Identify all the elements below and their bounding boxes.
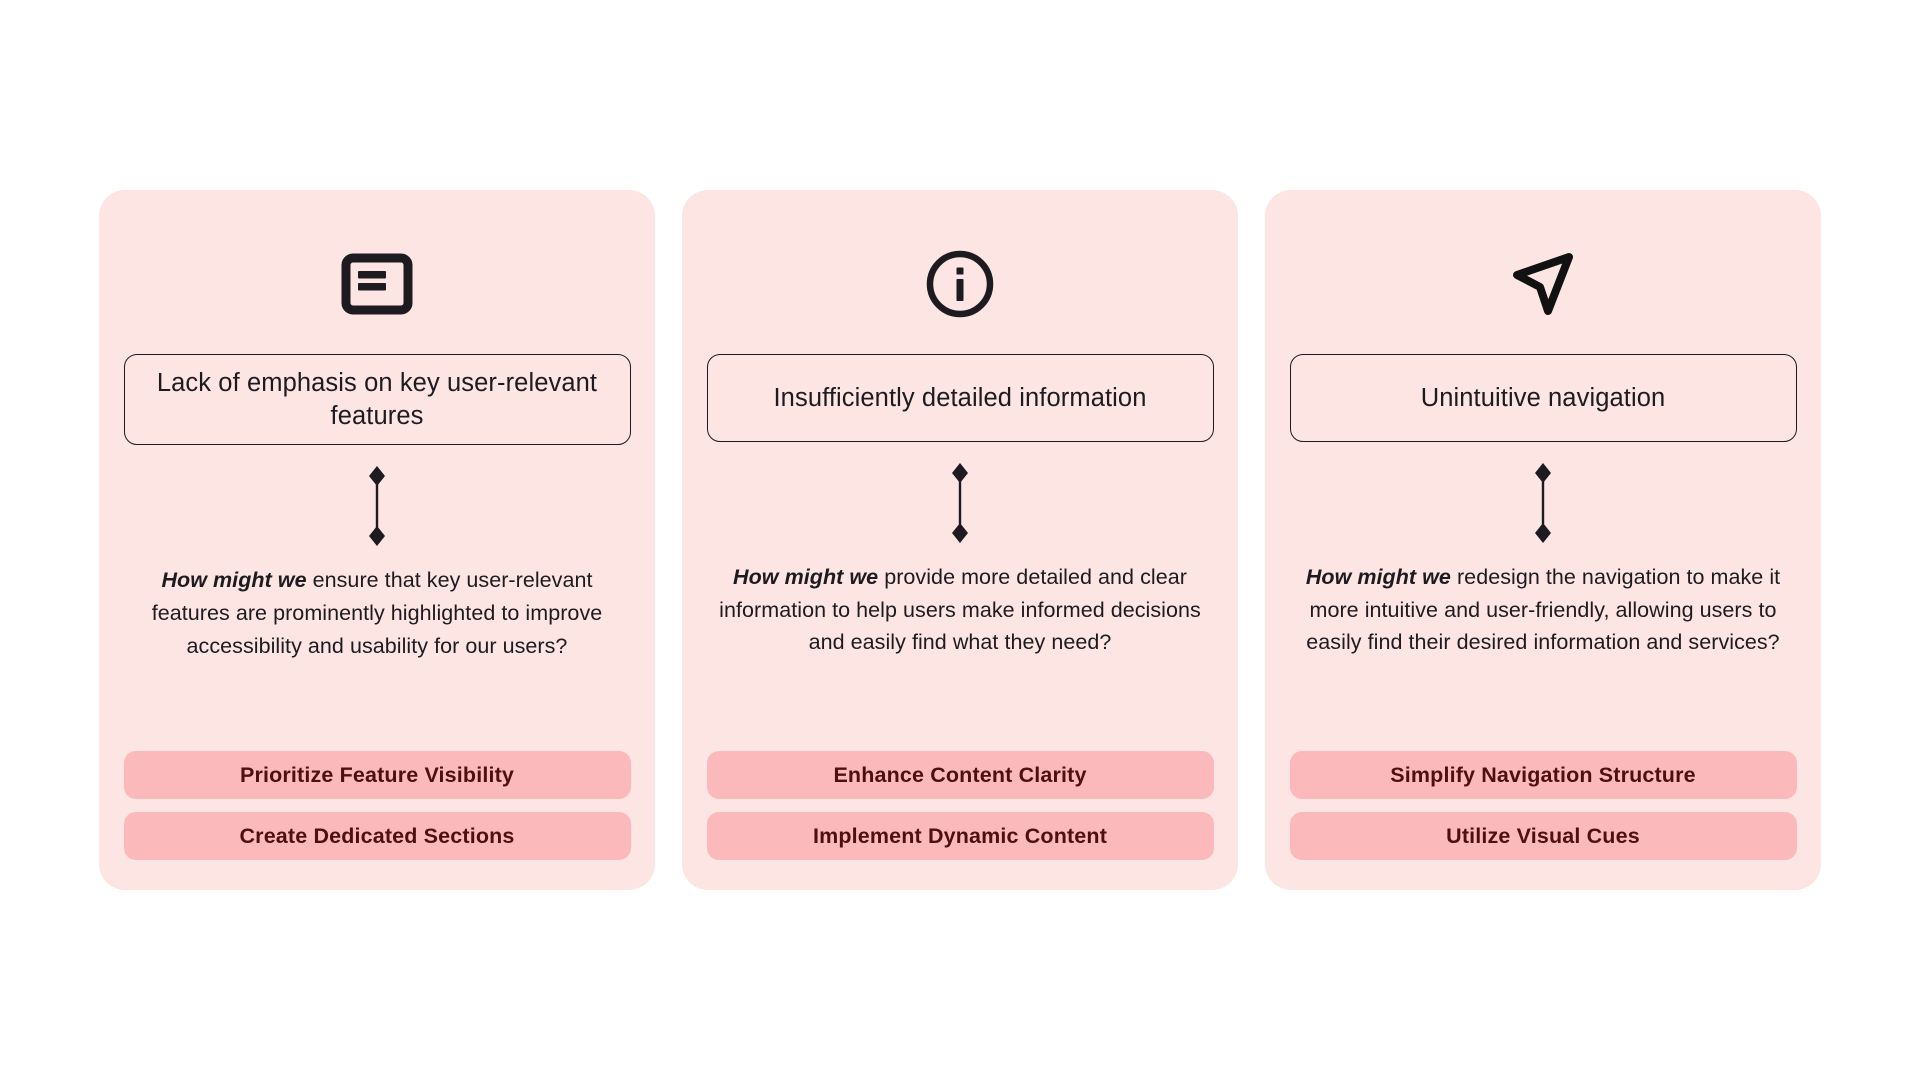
connector-arrow-3 bbox=[1528, 459, 1558, 547]
connector-arrow-1 bbox=[362, 462, 392, 550]
navigation-arrow-icon bbox=[1507, 238, 1579, 330]
hmw-lead-label: How might we bbox=[161, 568, 307, 593]
idea-pill[interactable]: Utilize Visual Cues bbox=[1289, 812, 1797, 860]
idea-pill[interactable]: Implement Dynamic Content bbox=[706, 812, 1214, 860]
hmw-question-1: How might we ensure that key user-releva… bbox=[125, 564, 629, 662]
hmw-body-text: ensure that key user-relevant features a… bbox=[151, 568, 603, 658]
idea-pill[interactable]: Simplify Navigation Structure bbox=[1289, 751, 1797, 799]
idea-pill[interactable]: Prioritize Feature Visibility bbox=[123, 751, 631, 799]
hmw-body-text: redesign the navigation to make it more … bbox=[1306, 565, 1781, 655]
problem-statement-box-3[interactable]: Unintuitive navigation bbox=[1289, 354, 1797, 442]
hmw-lead-label: How might we bbox=[733, 565, 879, 589]
idea-list-3: Simplify Navigation Structure Utilize Vi… bbox=[1289, 751, 1797, 860]
problem-statement-text: Unintuitive navigation bbox=[1420, 383, 1666, 412]
hmw-card-1: Lack of emphasis on key user-relevant fe… bbox=[99, 190, 655, 890]
hmw-columns: Lack of emphasis on key user-relevant fe… bbox=[99, 190, 1821, 890]
info-circle-icon bbox=[925, 238, 995, 330]
hmw-card-3: Unintuitive navigation How might we rede… bbox=[1265, 190, 1821, 890]
hmw-question-3: How might we redesign the navigation to … bbox=[1291, 561, 1795, 659]
hmw-body-text: provide more detailed and clear informat… bbox=[719, 565, 1201, 655]
hmw-lead-label: How might we bbox=[1305, 565, 1451, 589]
article-layout-icon bbox=[341, 238, 413, 330]
idea-list-1: Prioritize Feature Visibility Create Ded… bbox=[123, 751, 631, 860]
problem-statement-box-2[interactable]: Insufficiently detailed information bbox=[706, 354, 1214, 442]
problem-statement-text: Lack of emphasis on key user-relevant fe… bbox=[156, 369, 598, 430]
connector-arrow-2 bbox=[945, 459, 975, 547]
idea-pill[interactable]: Enhance Content Clarity bbox=[706, 751, 1214, 799]
hmw-card-2: Insufficiently detailed information How … bbox=[682, 190, 1238, 890]
hmw-question-2: How might we provide more detailed and c… bbox=[708, 561, 1212, 659]
problem-statement-box-1[interactable]: Lack of emphasis on key user-relevant fe… bbox=[123, 354, 631, 446]
problem-statement-text: Insufficiently detailed information bbox=[773, 383, 1147, 412]
idea-list-2: Enhance Content Clarity Implement Dynami… bbox=[706, 751, 1214, 860]
idea-pill[interactable]: Create Dedicated Sections bbox=[123, 812, 631, 860]
